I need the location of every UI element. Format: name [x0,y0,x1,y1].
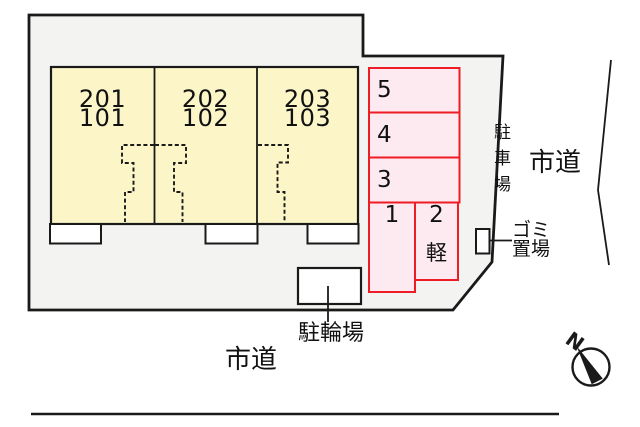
unit2-entry-dashed-outline [155,144,187,222]
parking-space-3-number: 3 [377,167,392,193]
parking-space-2 [414,201,459,281]
compass: N [561,327,611,387]
unit-202: 202 [181,85,230,113]
unit-101: 101 [78,103,127,132]
parking-space-1-number: 1 [384,202,400,228]
parking-space-5 [368,67,461,114]
garbage-label-line1: ゴミ [512,219,551,241]
porch-unit1 [49,223,102,245]
unit1-entry-dashed-outline [121,144,154,222]
garbage-label-line2: 置場 [512,238,551,260]
parking-space-5-number: 5 [377,77,392,103]
parking-space-1 [368,201,416,293]
road-label-bottom: 市道 [224,345,278,375]
garbage-box [475,228,491,255]
parking-space-2-number: 2 [429,202,444,228]
unit3-entry-dashed-outline [258,144,289,222]
garbage-area-label: ゴミ置場 [512,221,550,259]
unit-102: 102 [181,103,230,132]
bicycle-parking-label: 駐輪場 [297,321,365,346]
unit-203: 203 [283,85,332,113]
porch-unit2 [204,223,259,245]
parking-space-2-kei-label: 軽 [426,241,447,265]
compass-needle [577,348,603,385]
parking-space-4-number: 4 [377,122,392,148]
right-road-edge-line [597,59,612,266]
bicycle-parking-box [296,266,363,306]
parking-area-label: 駐車場 [490,123,510,201]
unit-103: 103 [283,103,332,132]
parking-space-3 [368,156,461,204]
building-outline [49,65,360,226]
road-label-right: 市道 [528,148,582,178]
unit-201: 201 [78,85,127,113]
porch-unit3 [306,223,360,245]
parking-space-4 [368,111,461,159]
